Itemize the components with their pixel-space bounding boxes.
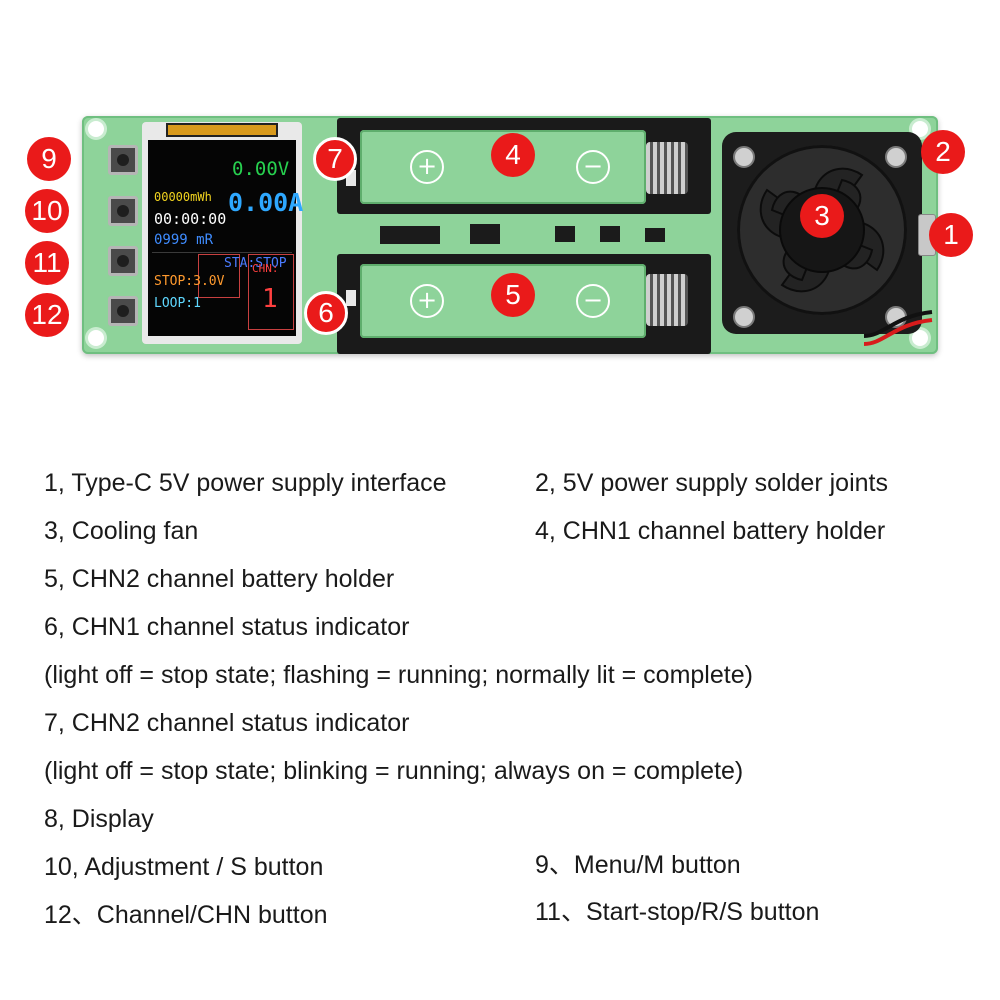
display-channel-label: CHN: (252, 262, 279, 275)
channel-chn-button[interactable] (108, 296, 138, 326)
fan-screw (733, 146, 755, 168)
chn1-plus-icon: + (410, 150, 444, 184)
callout-1: 1 (929, 213, 973, 257)
ic-chip (380, 226, 440, 244)
adjustment-s-button[interactable] (108, 196, 138, 226)
ic-chip (645, 228, 665, 242)
display-channel-box (248, 254, 294, 330)
display-resistance: 0999 mR (154, 232, 214, 248)
chn1-spring-contact (646, 142, 688, 194)
callout-12: 12 (25, 293, 69, 337)
callout-3: 3 (800, 194, 844, 238)
legend-item-10: 10, Adjustment / S button (44, 853, 324, 881)
callout-7: 7 (313, 137, 357, 181)
ic-chip (555, 226, 575, 242)
mounting-hole (912, 330, 928, 346)
legend-item-4: 4, CHN1 channel battery holder (535, 517, 886, 545)
legend-item-8: 8, Display (44, 805, 154, 833)
display-mode: STA:STOP (224, 256, 287, 271)
lcd-display: 0.00V 0.00A 00000mWh 00:00:00 0999 mR ST… (148, 140, 303, 336)
display-status-box (198, 254, 240, 298)
fan-screw (733, 306, 755, 328)
ic-chip (470, 224, 500, 244)
callout-5: 5 (491, 273, 535, 317)
chn2-spring-contact (646, 274, 688, 326)
callout-10: 10 (25, 189, 69, 233)
legend-item-3: 3, Cooling fan (44, 517, 199, 545)
display-channel-value: 1 (262, 284, 278, 314)
legend-item-7: 7, CHN2 channel status indicator (44, 709, 410, 737)
callout-4: 4 (491, 133, 535, 177)
ic-chip (600, 226, 620, 242)
chn2-plus-icon: + (410, 284, 444, 318)
start-stop-button[interactable] (108, 246, 138, 276)
legend-item-11: 11、Start-stop/R/S button (535, 898, 820, 926)
callout-11: 11 (25, 241, 69, 285)
power-wires-icon (863, 310, 933, 346)
callout-6: 6 (304, 291, 348, 335)
chn2-status-led (346, 170, 356, 186)
legend-item-5: 5, CHN2 channel battery holder (44, 565, 395, 593)
legend-item-7-note: (light off = stop state; blinking = runn… (44, 757, 744, 785)
board-illustration: 0.00V 0.00A 00000mWh 00:00:00 0999 mR ST… (0, 0, 1000, 420)
legend-item-6: 6, CHN1 channel status indicator (44, 613, 410, 641)
legend-item-2: 2, 5V power supply solder joints (535, 469, 888, 497)
chn2-minus-icon: − (576, 284, 610, 318)
display-divider (152, 252, 292, 253)
display-current: 0.00A (228, 188, 304, 217)
mounting-hole (88, 121, 104, 137)
mounting-hole (912, 121, 928, 137)
callout-9: 9 (27, 137, 71, 181)
chn1-minus-icon: − (576, 150, 610, 184)
chn1-status-led (346, 290, 356, 306)
legend-item-9: 9、Menu/M button (535, 851, 741, 879)
mounting-hole (88, 330, 104, 346)
display-energy: 00000mWh (154, 190, 212, 204)
display-ribbon-cable (166, 123, 278, 137)
fan-screw (885, 146, 907, 168)
menu-m-button[interactable] (108, 145, 138, 175)
legend-item-12: 12、Channel/CHN button (44, 901, 328, 929)
display-cutoff: STOP:3.0V (154, 274, 225, 289)
display-voltage: 0.00V (232, 158, 290, 180)
callout-2: 2 (921, 130, 965, 174)
legend-item-1: 1, Type-C 5V power supply interface (44, 469, 447, 497)
legend-item-6-note: (light off = stop state; flashing = runn… (44, 661, 753, 689)
display-time: 00:00:00 (154, 210, 227, 228)
display-loop: LOOP:1 (154, 296, 201, 311)
